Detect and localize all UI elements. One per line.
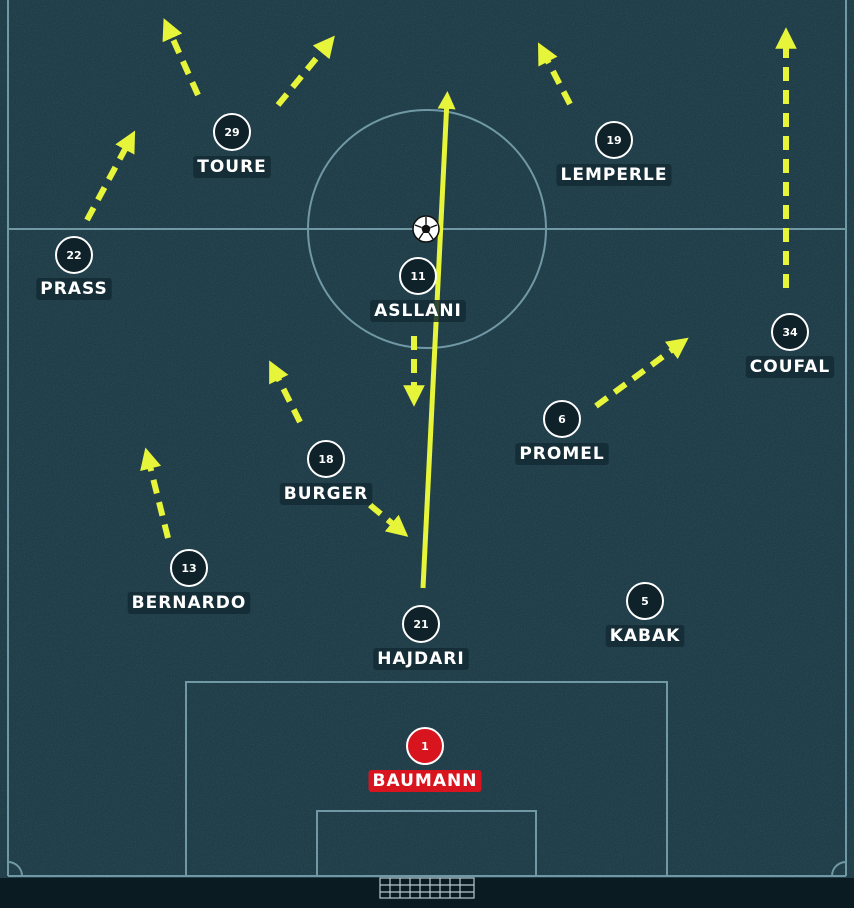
player-marker[interactable] (399, 257, 437, 295)
player-number: 21 (413, 618, 428, 631)
player-number: 19 (606, 134, 621, 147)
player-number: 34 (782, 326, 798, 339)
player-name: TOURE (197, 157, 267, 177)
football-icon (412, 215, 440, 243)
player-name-background (515, 443, 609, 465)
player-marker[interactable] (213, 113, 251, 151)
player-number: 18 (318, 453, 333, 466)
player-marker[interactable] (406, 727, 444, 765)
player-name-background (127, 592, 251, 614)
player-marker[interactable] (170, 549, 208, 587)
corner-arc-right (831, 861, 847, 877)
player-name-background (370, 300, 466, 322)
player-name: KABAK (610, 626, 681, 646)
player-name: HAJDARI (377, 649, 464, 669)
player-number: 13 (181, 562, 196, 575)
player-name-background (279, 483, 373, 505)
player-marker[interactable] (307, 440, 345, 478)
player-name: LEMPERLE (561, 165, 668, 185)
player-name-background (745, 356, 835, 378)
player-name-background (373, 648, 469, 670)
player-marker[interactable] (543, 400, 581, 438)
player-name: BERNARDO (132, 593, 247, 613)
player-name-background (36, 278, 112, 300)
player-number: 1 (421, 740, 429, 753)
player-name-background (368, 770, 482, 792)
run-arrow-promel (594, 337, 689, 409)
player-name: ASLLANI (374, 301, 462, 321)
player-name-background (193, 156, 271, 178)
player-marker[interactable] (55, 236, 93, 274)
run-arrow-prass (84, 130, 136, 222)
player-name-background (605, 625, 685, 647)
player-number: 5 (641, 595, 649, 608)
player-name-background (556, 164, 672, 186)
six-yard-box (316, 810, 537, 877)
player-marker[interactable] (595, 121, 633, 159)
player-number: 11 (410, 270, 425, 283)
player-name: COUFAL (750, 357, 830, 377)
run-arrow-toure-1 (162, 18, 201, 97)
pass-arrow-hajdari (420, 91, 456, 589)
run-arrow-burger-1 (269, 360, 303, 424)
player-number: 6 (558, 413, 566, 426)
centre-circle (307, 109, 547, 349)
player-name: BAUMANN (373, 771, 478, 791)
player-marker[interactable] (402, 605, 440, 643)
pitch-footer-strip (0, 878, 854, 908)
player-marker[interactable] (626, 582, 664, 620)
player-name: PRASS (40, 279, 107, 299)
movement-arrows (84, 18, 797, 539)
run-arrow-burger-2 (368, 502, 409, 537)
player-name: PROMEL (519, 444, 604, 464)
player-name: BURGER (284, 484, 369, 504)
goal-net (379, 877, 475, 899)
player-number: 22 (66, 249, 81, 262)
run-arrow-lemperle (538, 42, 573, 106)
player-marker[interactable] (771, 313, 809, 351)
pitch-lines (7, 0, 847, 877)
corner-arc-left (7, 861, 23, 877)
run-arrow-toure-2 (275, 35, 335, 107)
run-arrow-bernardo (140, 447, 171, 539)
player-number: 29 (224, 126, 239, 139)
